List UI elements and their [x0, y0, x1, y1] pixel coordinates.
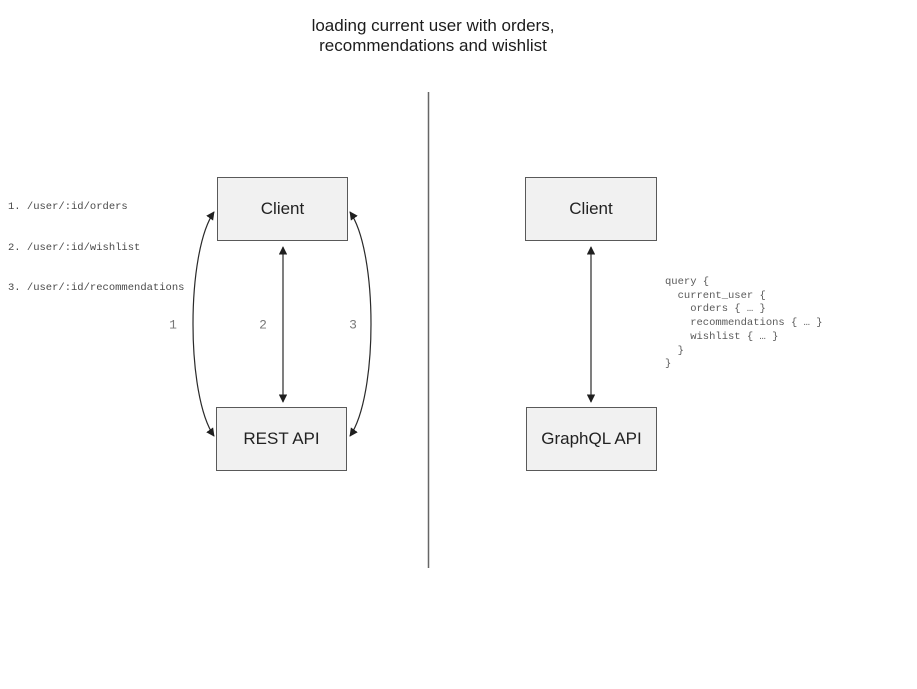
graphql-query-snippet: query { current_user { orders { … } reco… [665, 276, 823, 372]
rest-arrow-3-curve [349, 211, 372, 437]
query-line-close-outer: } [665, 358, 672, 371]
diagram-title-line2: recommendations and wishlist [319, 36, 547, 55]
graphql-client-label: Client [569, 199, 613, 218]
diagram-title: loading current user with orders, recomm… [183, 16, 683, 56]
rest-arrow-1-curve [192, 211, 215, 437]
query-line-recommendations: recommendations { … } [665, 317, 823, 330]
graphql-api-label: GraphQL API [541, 429, 642, 448]
rest-endpoint-wishlist: 2. /user/:id/wishlist [8, 241, 141, 254]
graphql-client-node: Client [525, 177, 657, 241]
rest-api-node: REST API [216, 407, 347, 471]
rest-arrow-3-label: 3 [349, 317, 357, 333]
query-line-current-user: current_user { [665, 289, 766, 302]
query-line-orders: orders { … } [665, 303, 766, 316]
rest-arrow-1-label: 1 [169, 317, 177, 333]
query-line-open: query { [665, 276, 710, 288]
rest-endpoint-orders: 1. /user/:id/orders [8, 201, 128, 213]
query-line-wishlist: wishlist { … } [665, 330, 779, 343]
rest-endpoint-list: 1. /user/:id/orders 2. /user/:id/wishlis… [8, 174, 184, 323]
diagram-title-line1: loading current user with orders, [311, 16, 555, 35]
rest-endpoint-recommendations: 3. /user/:id/recommendations [8, 282, 185, 294]
rest-client-node: Client [217, 177, 348, 241]
rest-client-label: Client [260, 199, 305, 218]
rest-api-label: REST API [243, 429, 320, 448]
graphql-api-node: GraphQL API [526, 407, 657, 471]
rest-arrow-2-label: 2 [259, 317, 267, 333]
query-line-close-inner: } [665, 344, 684, 357]
